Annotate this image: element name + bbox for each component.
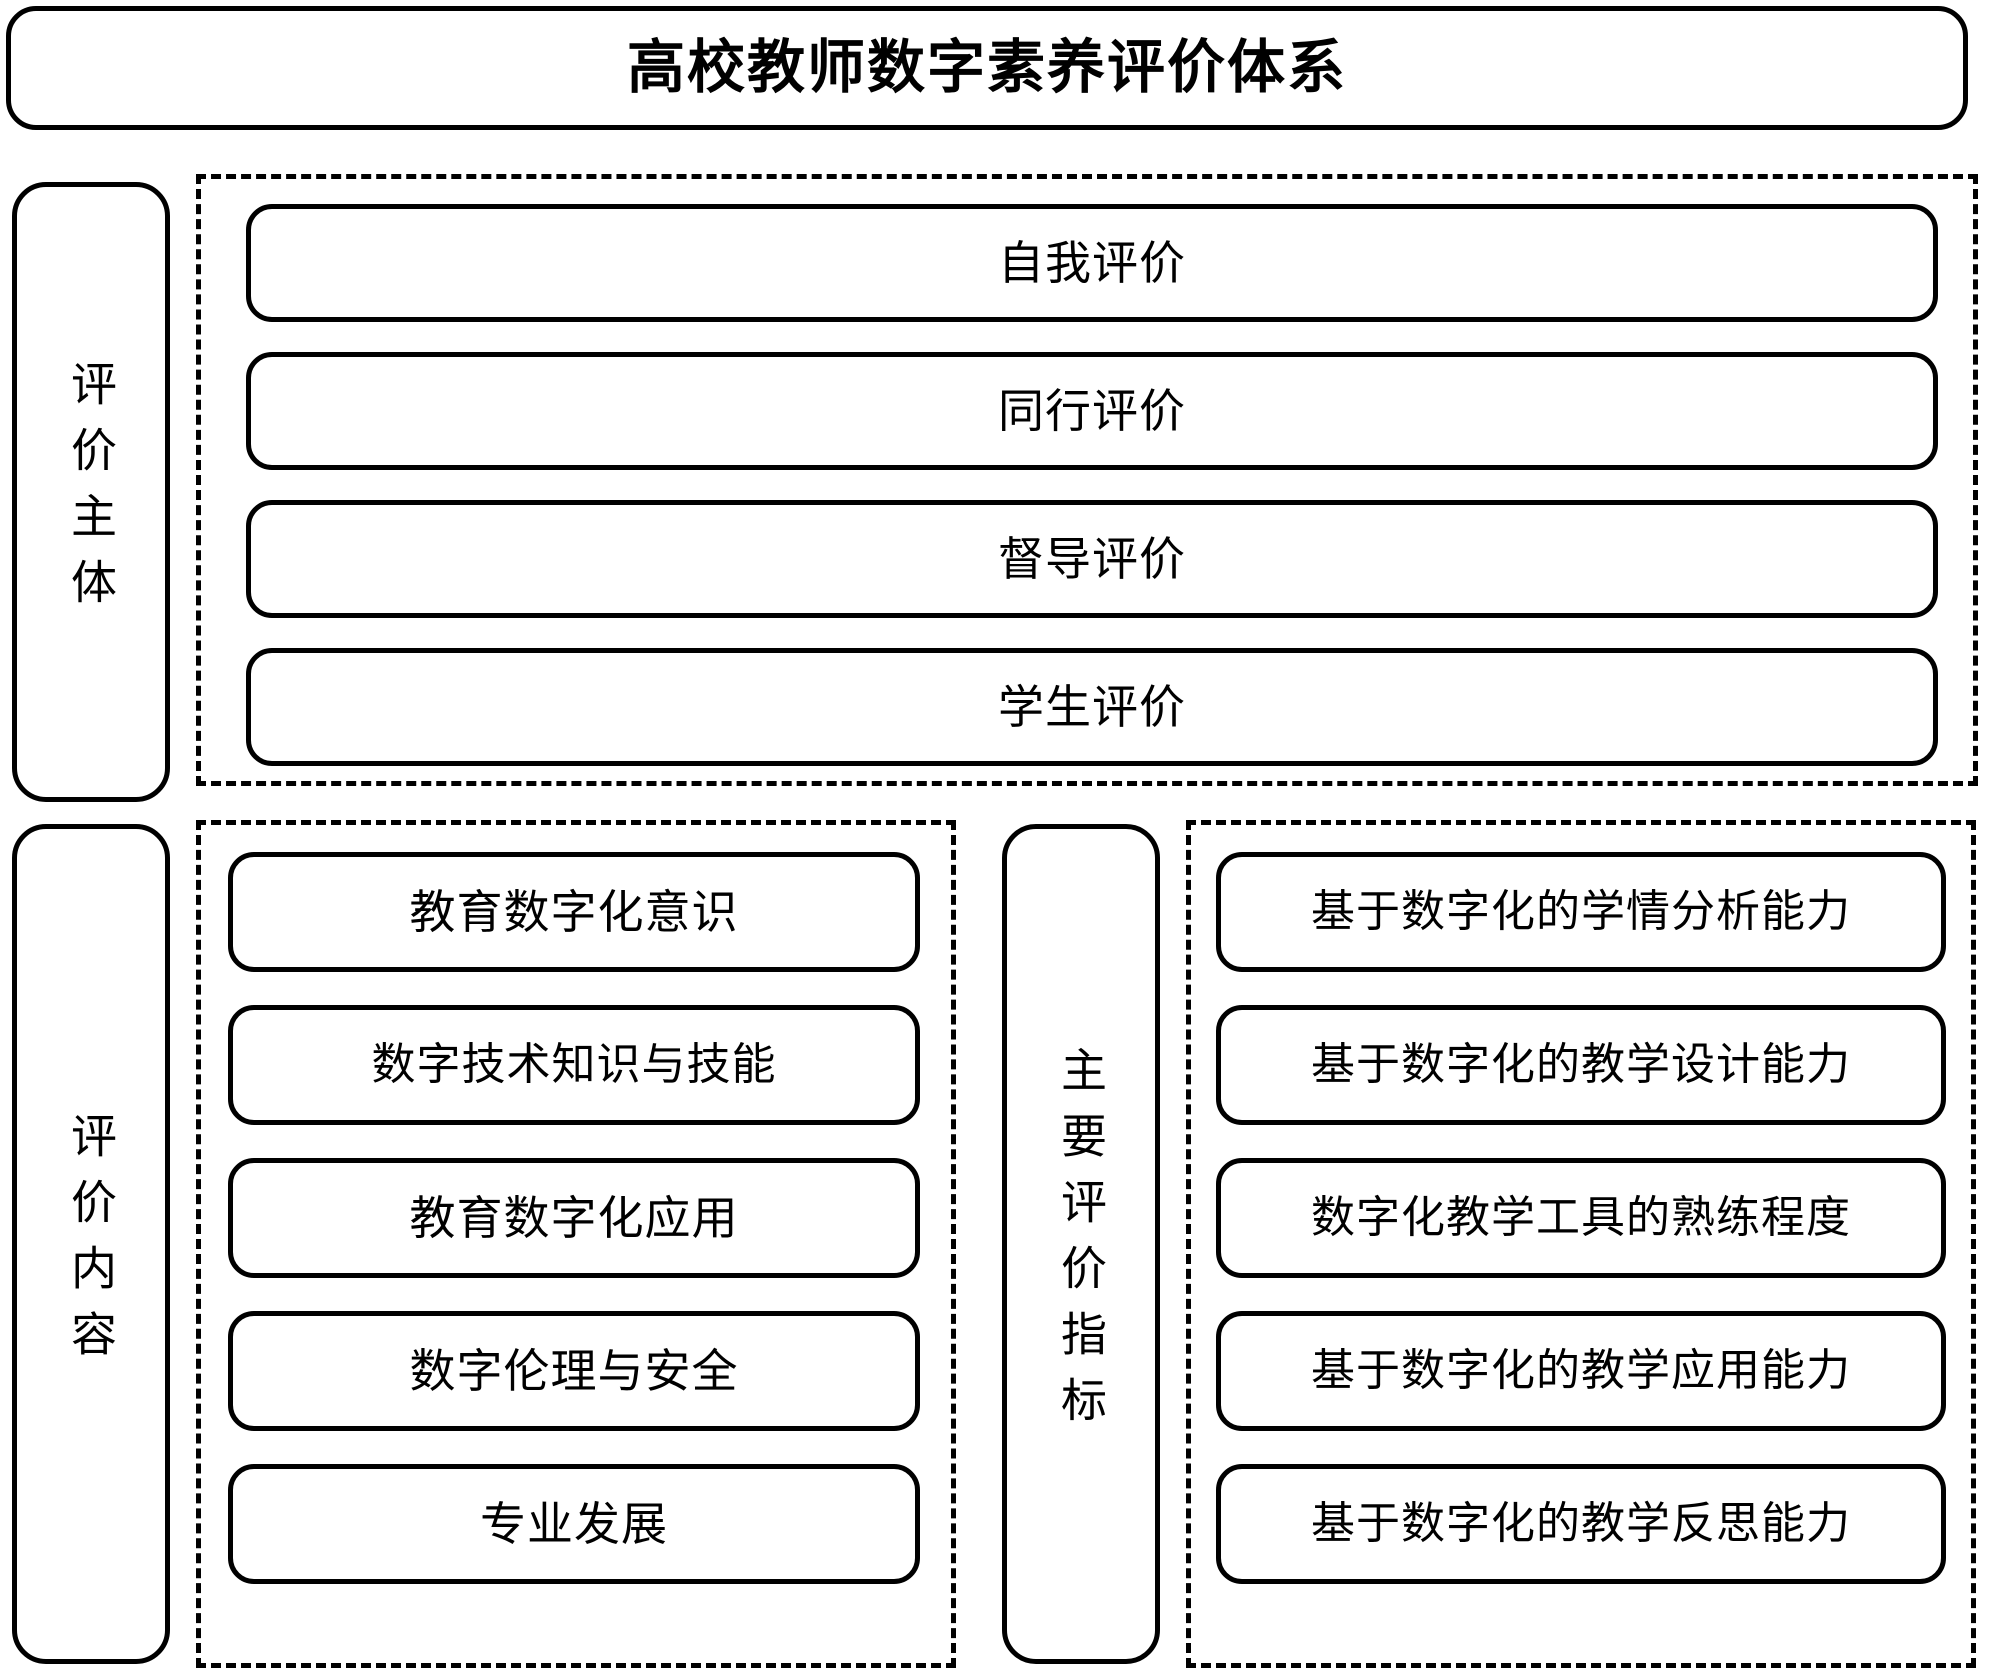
main-indicators-group — [1186, 820, 1976, 1668]
content-item-label: 专业发展 — [480, 1498, 668, 1550]
content-item-label: 数字伦理与安全 — [409, 1345, 739, 1397]
page-title: 高校教师数字素养评价体系 — [626, 35, 1347, 100]
section-label-evaluation-content: 评价内容 — [12, 824, 170, 1664]
evaluation-subject-group — [196, 174, 1978, 786]
subject-item-peer-evaluation[interactable]: 同行评价 — [246, 352, 1938, 470]
subject-item-label: 督导评价 — [998, 533, 1186, 585]
indicator-item-learning-analysis[interactable]: 基于数字化的学情分析能力 — [1216, 852, 1946, 972]
indicator-item-label: 数字化教学工具的熟练程度 — [1311, 1193, 1851, 1242]
indicator-item-teaching-application[interactable]: 基于数字化的教学应用能力 — [1216, 1311, 1946, 1431]
indicator-item-label: 基于数字化的教学设计能力 — [1311, 1040, 1851, 1089]
section-label-main-indicators: 主要评价指标 — [1002, 824, 1160, 1664]
subject-item-student-evaluation[interactable]: 学生评价 — [246, 648, 1938, 766]
section-label-text-indicator: 主要评价指标 — [1055, 1046, 1107, 1442]
section-label-text-subject: 评价主体 — [65, 360, 117, 624]
content-item-label: 教育数字化意识 — [409, 886, 739, 938]
subject-item-label: 同行评价 — [998, 385, 1186, 437]
content-item-digital-knowledge-skills[interactable]: 数字技术知识与技能 — [228, 1005, 920, 1125]
content-item-digital-awareness[interactable]: 教育数字化意识 — [228, 852, 920, 972]
subject-item-label: 学生评价 — [998, 681, 1186, 733]
section-label-text-content: 评价内容 — [65, 1112, 117, 1376]
indicator-item-teaching-reflection[interactable]: 基于数字化的教学反思能力 — [1216, 1464, 1946, 1584]
indicator-item-label: 基于数字化的教学应用能力 — [1311, 1346, 1851, 1395]
subject-item-self-evaluation[interactable]: 自我评价 — [246, 204, 1938, 322]
content-item-professional-development[interactable]: 专业发展 — [228, 1464, 920, 1584]
content-item-digital-ethics-security[interactable]: 数字伦理与安全 — [228, 1311, 920, 1431]
diagram-title-box: 高校教师数字素养评价体系 — [6, 6, 1968, 130]
section-label-evaluation-subject: 评价主体 — [12, 182, 170, 802]
content-item-label: 教育数字化应用 — [409, 1192, 739, 1244]
indicator-item-instructional-design[interactable]: 基于数字化的教学设计能力 — [1216, 1005, 1946, 1125]
content-item-digital-application[interactable]: 教育数字化应用 — [228, 1158, 920, 1278]
content-item-label: 数字技术知识与技能 — [371, 1040, 777, 1089]
indicator-item-tool-proficiency[interactable]: 数字化教学工具的熟练程度 — [1216, 1158, 1946, 1278]
subject-item-label: 自我评价 — [998, 237, 1186, 289]
subject-item-supervisor-evaluation[interactable]: 督导评价 — [246, 500, 1938, 618]
indicator-item-label: 基于数字化的学情分析能力 — [1311, 887, 1851, 936]
indicator-item-label: 基于数字化的教学反思能力 — [1311, 1499, 1851, 1548]
evaluation-content-group — [196, 820, 956, 1668]
